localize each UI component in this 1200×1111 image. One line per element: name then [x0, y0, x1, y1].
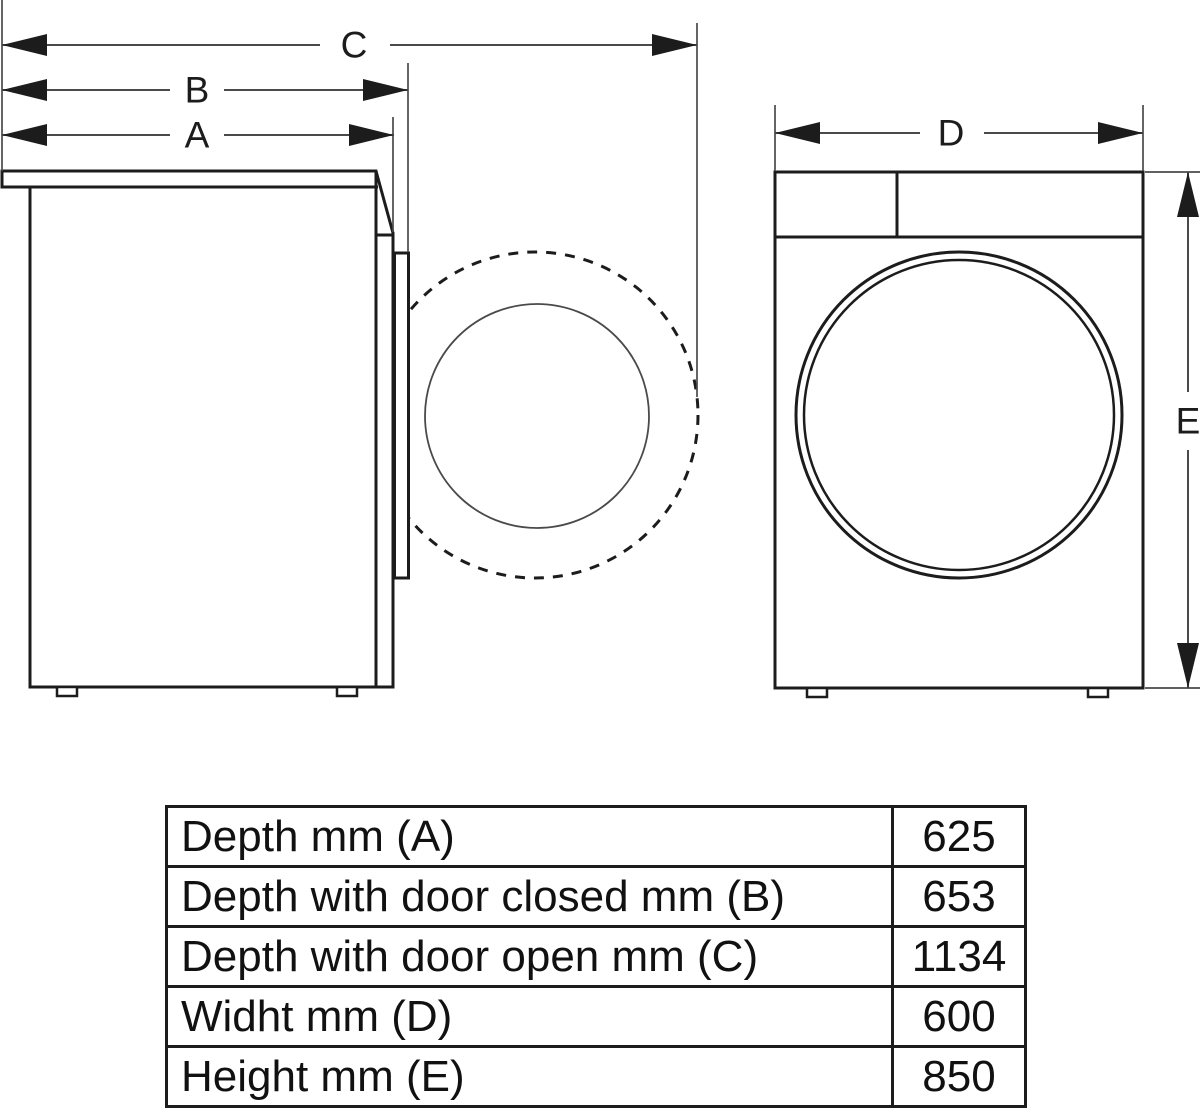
arrowhead-e-bottom-icon — [1177, 643, 1199, 688]
arrowhead-a-left-icon — [2, 124, 47, 146]
door-swing-dashed-circle — [370, 250, 700, 580]
table-cell-value: 625 — [922, 811, 996, 861]
arrowhead-b-right-icon — [363, 79, 408, 101]
arrowhead-a-right-icon — [349, 124, 394, 146]
table-row: Depth with door closed mm (B) 653 — [168, 865, 1024, 925]
table-row: Height mm (E) 850 — [168, 1045, 1024, 1105]
dim-label-d: D — [938, 113, 965, 154]
arrowhead-c-right-icon — [652, 34, 697, 56]
arrowhead-b-left-icon — [2, 79, 47, 101]
side-view-body-outline — [0, 169, 395, 689]
table-cell-label: Depth with door closed mm (B) — [168, 868, 894, 925]
open-door-panel — [393, 251, 410, 580]
arrowhead-c-left-icon — [2, 34, 47, 56]
arrowhead-e-top-icon — [1177, 172, 1199, 217]
table-cell-value: 600 — [922, 991, 996, 1041]
front-view-foot-left — [805, 686, 829, 699]
side-view — [0, 169, 700, 698]
dim-label-a: A — [185, 115, 210, 156]
table-cell-value: 653 — [922, 871, 996, 921]
extension-lines — [1, 0, 1200, 689]
dim-label-e: E — [1176, 401, 1200, 442]
table-cell-value: 850 — [922, 1051, 996, 1101]
door-inner-ring — [802, 258, 1116, 572]
side-view-foot-left — [55, 685, 79, 698]
table-cell-value: 1134 — [911, 931, 1007, 981]
front-view-foot-right — [1086, 686, 1110, 699]
dimension-c: C — [2, 25, 697, 66]
table-cell-label: Depth with door open mm (C) — [168, 928, 894, 985]
arrowhead-d-left-icon — [775, 122, 820, 144]
open-door-glass-circle — [424, 303, 650, 529]
dimension-a: A — [2, 115, 394, 156]
door-outer-ring — [794, 250, 1124, 580]
front-view-body-outline — [773, 170, 1145, 690]
table-cell-label: Depth mm (A) — [168, 808, 894, 865]
dimension-d: D — [775, 113, 1143, 154]
dim-label-c: C — [341, 25, 368, 66]
dim-label-b: B — [185, 70, 210, 111]
side-view-foot-right — [335, 685, 359, 698]
table-row: Depth with door open mm (C) 1134 — [168, 925, 1024, 985]
dimension-b: B — [2, 70, 408, 111]
table-row: Widht mm (D) 600 — [168, 985, 1024, 1045]
front-view — [773, 170, 1145, 699]
table-cell-label: Height mm (E) — [168, 1048, 894, 1105]
arrowhead-d-right-icon — [1098, 122, 1143, 144]
dimension-e: E — [1176, 172, 1200, 688]
table-cell-label: Widht mm (D) — [168, 988, 894, 1045]
dimension-diagram: C B A D — [0, 0, 1200, 699]
dimension-spec-table: Depth mm (A) 625 Depth with door closed … — [165, 805, 1027, 1108]
table-row: Depth mm (A) 625 — [168, 808, 1024, 865]
